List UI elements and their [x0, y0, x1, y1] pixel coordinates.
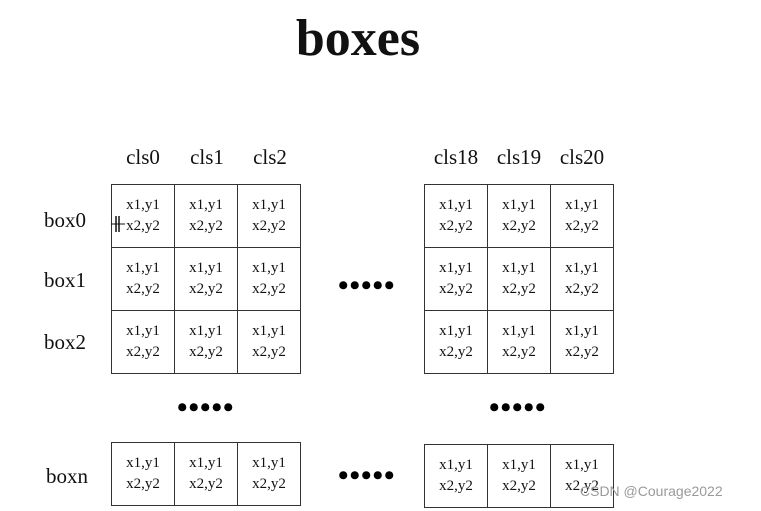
diagram-title: boxes	[295, 10, 421, 67]
ellipsis-middle-right: •••••	[338, 269, 396, 302]
watermark: CSDN @Courage2022	[580, 483, 723, 499]
ellipsis-bottom-middle: •••••	[338, 459, 396, 492]
row-label-boxn: boxn	[46, 464, 88, 488]
column-header-cls18: cls18	[433, 145, 479, 169]
column-header-cls0: cls0	[126, 145, 160, 169]
ellipsis-below-right: •••••	[489, 391, 547, 424]
row-label-box2: box2	[44, 330, 86, 354]
column-header-cls2: cls2	[253, 145, 287, 169]
row-label-box0: box0	[44, 208, 86, 232]
text-cursor-icon	[111, 216, 125, 232]
column-header-cls20: cls20	[559, 145, 605, 169]
ellipsis-below-left: •••••	[177, 391, 235, 424]
column-header-cls19: cls19	[496, 145, 542, 169]
row-label-box1: box1	[44, 268, 86, 292]
column-header-cls1: cls1	[190, 145, 224, 169]
